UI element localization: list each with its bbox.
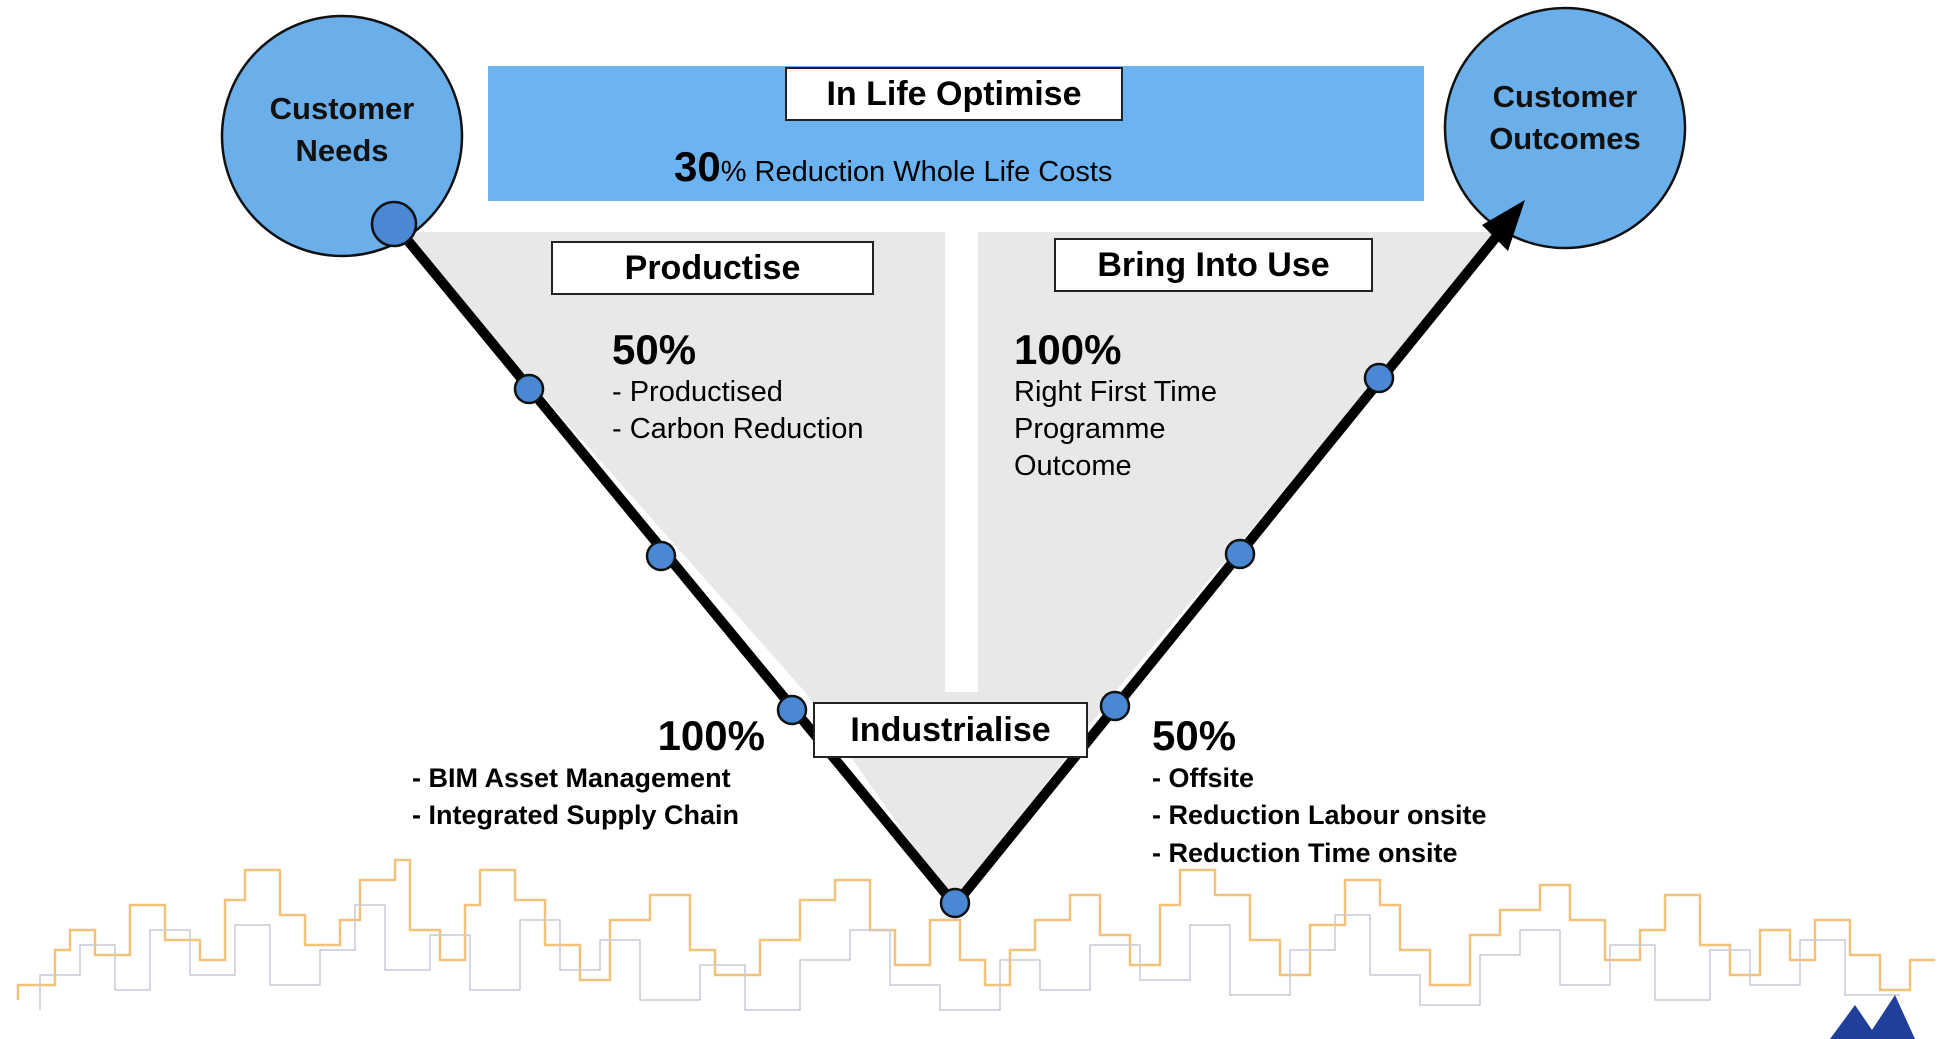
milestone-dot [370, 200, 418, 248]
milestone-dot [1363, 362, 1395, 394]
milestone-dot [776, 694, 808, 726]
industrialise-left-value: 100% [657, 712, 765, 759]
customer-needs-line2: Needs [295, 132, 389, 168]
bring-into-use-item: Programme [1014, 413, 1166, 446]
logo-fragment-icon [1830, 995, 1915, 1039]
bring-into-use-region [978, 232, 1500, 692]
milestone-dot [1099, 690, 1131, 722]
customer-outcomes-line1: Customer [1492, 79, 1638, 114]
industrialise-right-value: 50% [1152, 712, 1237, 759]
industrialise-right-item: - Offsite [1152, 763, 1255, 793]
productise-title: Productise [551, 241, 874, 295]
industrialise-left-details: 100% - BIM Asset Management - Integrated… [410, 712, 765, 835]
optimise-metric: 30% Reduction Whole Life Costs [674, 143, 1112, 191]
arrow-head-icon [1482, 200, 1525, 251]
bring-into-use-item: Right First Time [1014, 376, 1218, 408]
milestone-dot [645, 540, 677, 572]
industrialise-left-item: - Integrated Supply Chain [412, 800, 740, 831]
industrialise-right-details: 50% - Offsite - Reduction Labour onsite … [1152, 712, 1487, 872]
milestone-dot [1224, 538, 1256, 570]
industrialise-right-item: - Reduction Time onsite [1152, 837, 1458, 868]
city-skyline-decoration [16, 858, 1935, 1011]
in-life-optimise-title: In Life Optimise [785, 67, 1123, 121]
customer-outcomes-circle [1443, 6, 1687, 250]
milestone-dot [939, 887, 971, 919]
industrialise-left-item: - BIM Asset Management [412, 763, 731, 793]
customer-needs-label: Customer Needs [232, 88, 452, 172]
bring-into-use-details: 100% Right First Time Programme Outcome [1014, 326, 1217, 485]
customer-needs-line1: Customer [269, 91, 415, 126]
customer-outcomes-label: Customer Outcomes [1455, 76, 1675, 160]
milestone-dot [513, 373, 545, 405]
bring-into-use-item: Outcome [1014, 450, 1132, 483]
industrialise-title: Industrialise [813, 702, 1088, 758]
optimise-value: 30 [674, 143, 721, 190]
customer-outcomes-line2: Outcomes [1489, 120, 1641, 156]
bring-into-use-title: Bring Into Use [1054, 238, 1373, 292]
productise-item: - Productised [612, 376, 783, 408]
productise-item: - Carbon Reduction [612, 413, 864, 446]
productise-details: 50% - Productised - Carbon Reduction [612, 326, 863, 448]
customer-needs-circle [220, 14, 464, 258]
productise-region [398, 232, 945, 692]
industrialise-right-item: - Reduction Labour onsite [1152, 800, 1487, 831]
optimise-text: % Reduction Whole Life Costs [720, 156, 1113, 188]
productise-value: 50% [612, 326, 697, 373]
bring-into-use-value: 100% [1014, 326, 1122, 373]
